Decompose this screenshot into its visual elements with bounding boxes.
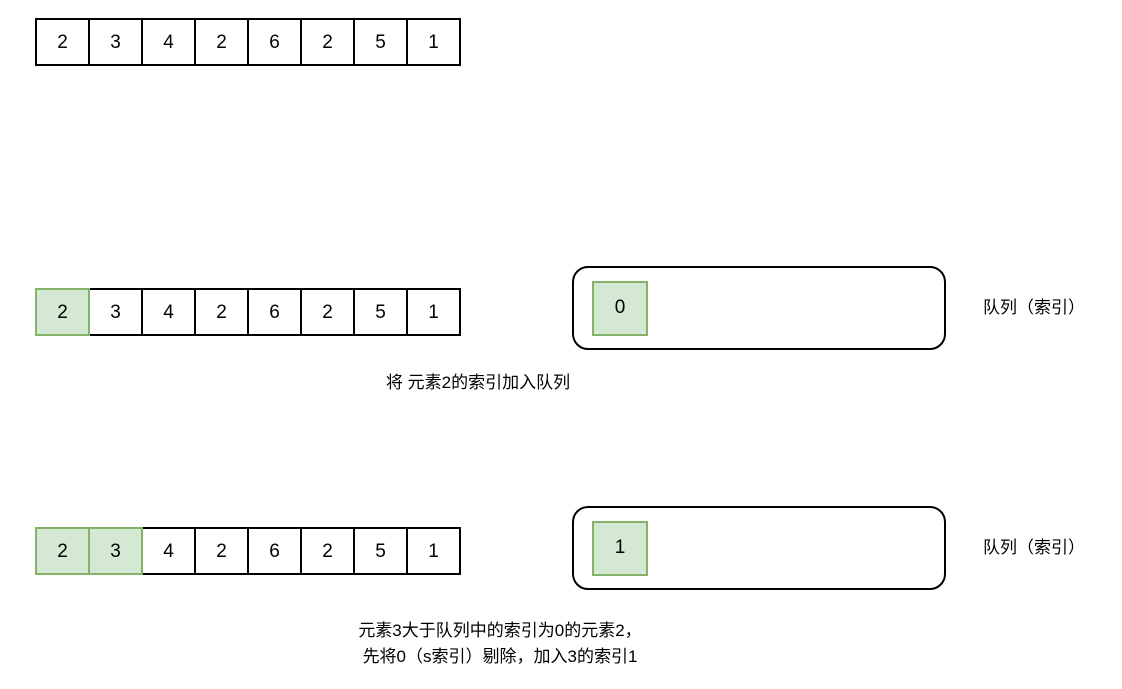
step-two-caption: 元素3大于队列中的索引为0的元素2， 先将0（s索引）剔除，加入3的索引1 [358, 621, 642, 666]
array-cell: 2 [194, 18, 249, 66]
array-cell: 6 [247, 18, 302, 66]
step-one-caption: 将 元素2的索引加入队列 [385, 373, 571, 392]
array-cell: 6 [247, 527, 302, 575]
array-cell: 5 [353, 288, 408, 336]
step-one-queue-label: 队列（索引） [983, 298, 1085, 317]
array-cell: 2 [35, 18, 90, 66]
array-cell: 5 [353, 527, 408, 575]
step-one-queue: 0 [572, 266, 946, 350]
step-two-queue: 1 [572, 506, 946, 590]
array-cell: 2 [35, 288, 90, 336]
array-cell: 2 [194, 527, 249, 575]
array-cell: 4 [141, 288, 196, 336]
step-two-queue-label: 队列（索引） [983, 538, 1085, 557]
queue-item: 1 [592, 520, 648, 576]
array-cell: 2 [300, 288, 355, 336]
array-cell: 2 [300, 527, 355, 575]
array-cell: 1 [406, 18, 461, 66]
queue-item: 0 [592, 280, 648, 336]
array-cell: 2 [300, 18, 355, 66]
array-cell: 1 [406, 288, 461, 336]
array-cell: 5 [353, 18, 408, 66]
array-cell: 4 [141, 18, 196, 66]
array-cell: 3 [88, 527, 143, 575]
array-cell: 1 [406, 527, 461, 575]
array-cell: 3 [88, 18, 143, 66]
array-cell: 2 [35, 527, 90, 575]
array-cell: 3 [88, 288, 143, 336]
array-cell: 4 [141, 527, 196, 575]
array-cell: 6 [247, 288, 302, 336]
array-cell: 2 [194, 288, 249, 336]
